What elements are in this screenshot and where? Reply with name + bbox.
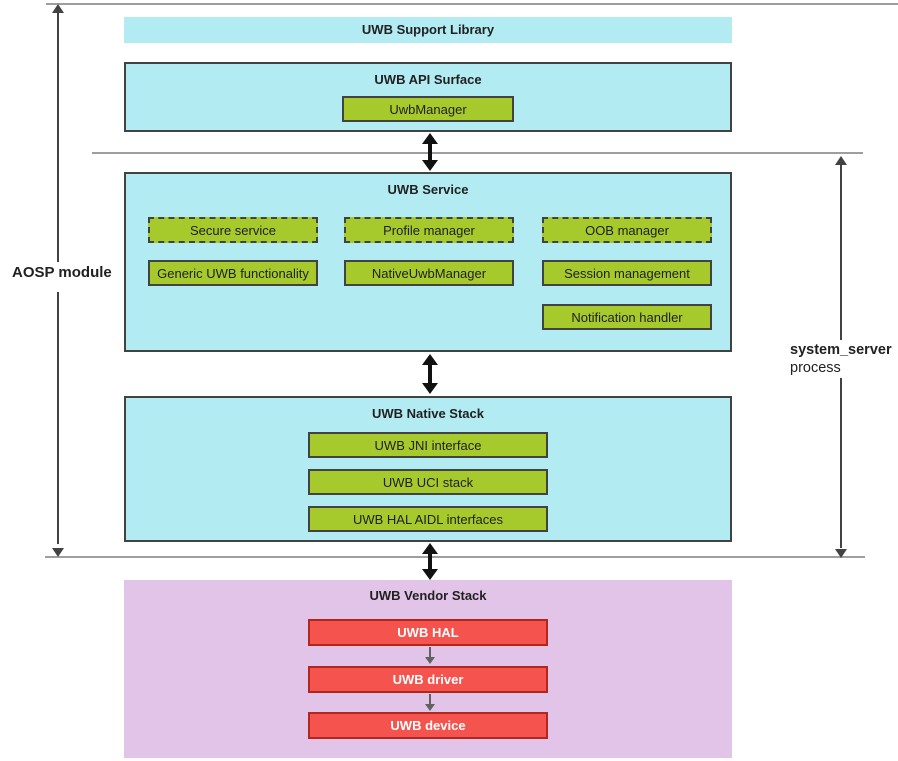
system-server-label-process: process xyxy=(790,360,841,376)
uwb-jni-interface-box: UWB JNI interface xyxy=(308,432,548,458)
support-library-panel: UWB Support Library xyxy=(124,17,732,43)
uwb-manager-box: UwbManager xyxy=(342,96,514,122)
down-arrow-hal-driver-icon xyxy=(423,647,437,664)
vendor-stack-panel: UWB Vendor Stack UWB HAL UWB driver UWB … xyxy=(124,580,732,758)
generic-uwb-functionality-box: Generic UWB functionality xyxy=(148,260,318,286)
uwb-device-box: UWB device xyxy=(308,712,548,739)
system-server-span-arrow-icon xyxy=(833,156,849,558)
vendor-stack-title: UWB Vendor Stack xyxy=(369,588,487,603)
api-surface-title: UWB API Surface xyxy=(374,72,482,87)
aosp-module-span-arrow-icon xyxy=(50,4,66,557)
notification-handler-box: Notification handler xyxy=(542,304,712,330)
secure-service-box: Secure service xyxy=(148,217,318,243)
session-management-box: Session management xyxy=(542,260,712,286)
system-server-label: system_server process xyxy=(790,341,892,377)
uwb-service-panel: UWB Service Secure service Profile manag… xyxy=(124,172,732,352)
uwb-driver-box: UWB driver xyxy=(308,666,548,693)
profile-manager-box: Profile manager xyxy=(344,217,514,243)
uwb-service-title: UWB Service xyxy=(387,182,469,197)
oob-manager-box: OOB manager xyxy=(542,217,712,243)
uwb-hal-aidl-interfaces-box: UWB HAL AIDL interfaces xyxy=(308,506,548,532)
boundary-line-middle xyxy=(92,152,863,154)
api-surface-panel: UWB API Surface UwbManager xyxy=(124,62,732,132)
bidirectional-arrow-native-vendor-icon xyxy=(419,543,441,580)
system-server-label-bold: system_server xyxy=(790,342,892,358)
down-arrow-driver-device-icon xyxy=(423,694,437,711)
boundary-line-bottom xyxy=(45,556,865,558)
uwb-uci-stack-box: UWB UCI stack xyxy=(308,469,548,495)
boundary-line-top xyxy=(46,3,898,5)
native-uwb-manager-box: NativeUwbManager xyxy=(344,260,514,286)
native-stack-title: UWB Native Stack xyxy=(372,406,484,421)
bidirectional-arrow-api-service-icon xyxy=(419,133,441,171)
bidirectional-arrow-service-native-icon xyxy=(419,354,441,394)
uwb-hal-box: UWB HAL xyxy=(308,619,548,646)
aosp-module-label: AOSP module xyxy=(9,263,115,282)
support-library-title: UWB Support Library xyxy=(361,22,495,37)
native-stack-panel: UWB Native Stack UWB JNI interface UWB U… xyxy=(124,396,732,542)
